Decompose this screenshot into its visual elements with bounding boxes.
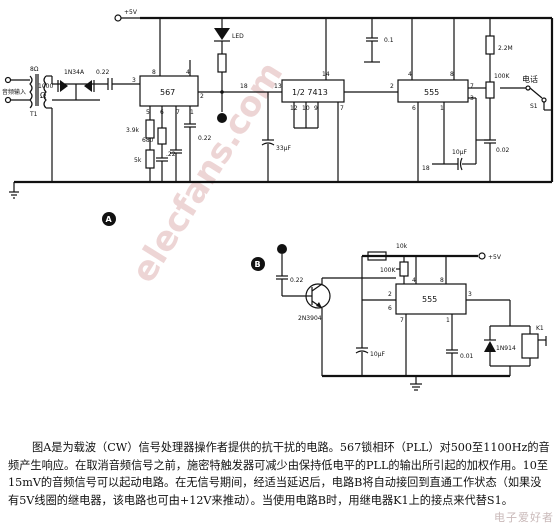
c-002-label: 0.02 — [496, 147, 510, 154]
diagram-a-badge-text: A — [106, 215, 113, 224]
c-22a-label: .22 — [166, 151, 176, 158]
capacitor-10uf-a: 10μF 18 — [422, 140, 477, 172]
input-terminal-top[interactable] — [4, 76, 12, 84]
supply-terminal-a — [114, 14, 122, 22]
t1-secondary-label: 1000 — [38, 83, 53, 90]
led-label: LED — [232, 33, 244, 40]
r-39k-label: 3.9k — [126, 127, 140, 134]
ic-555-b-pin: 6 — [388, 305, 392, 312]
diagram-b-badge — [251, 257, 265, 271]
r-22m-label: 2.2M — [498, 45, 513, 52]
ic-555-a-pin: 6 — [412, 105, 416, 112]
pot-100k-label: 100K — [494, 73, 510, 80]
capacitor-01: 0.1 — [364, 18, 394, 63]
ic-555-b-pin: 7 — [400, 317, 404, 324]
transformer-t1: 8Ω 1000 Ω T1 — [29, 66, 53, 118]
ic-567-pin: 2 — [200, 93, 204, 100]
ic-7413-pin: 9 — [314, 105, 318, 112]
diagram-a: +5V 音频输入 8Ω 1000 Ω T1 — [2, 9, 554, 226]
s1-label: S1 — [530, 103, 538, 110]
timing-network-567: 3.9k 5k 680 .22 0.22 — [126, 106, 212, 182]
c-022-b-label: 0.22 — [290, 277, 304, 284]
r-5k-label: 5k — [134, 157, 142, 164]
watermark-text: elecfans.com — [124, 55, 291, 290]
relay-k1: 1N914 K1 — [484, 325, 547, 367]
r-10k-label: 10k — [396, 243, 408, 250]
ic-555-a-name: 555 — [424, 88, 439, 97]
t1-primary-label: 8Ω — [30, 66, 39, 73]
ic-7413-pin: 7 — [340, 105, 344, 112]
ic-567: 567 3 8 4 5 6 7 1 2 — [132, 69, 204, 116]
timing-network-555-a: 2.2M 100K 0.02 — [468, 18, 513, 182]
ic-555-a: 555 4 8 2 6 7 1 3 — [390, 71, 474, 112]
t1-name-label: T1 — [29, 111, 38, 118]
c-10uf-b-label: 10μF — [370, 351, 385, 358]
ic-567-name: 567 — [160, 88, 175, 97]
test-point-b[interactable] — [277, 244, 287, 254]
diode-1n34a-label: 1N34A — [64, 69, 85, 76]
circuit-schematic: elecfans.com +5V 音频输入 8Ω 1000 Ω T1 — [2, 9, 554, 391]
r-680-label: 680 — [142, 137, 154, 144]
t1-secondary-unit: Ω — [40, 91, 46, 100]
c-input-label: 0.22 — [96, 69, 110, 76]
ic-567-pin: 8 — [152, 69, 156, 76]
ic-555-a-pin: 4 — [408, 71, 412, 78]
diode-1n34a: 1N34A — [52, 69, 108, 101]
node-18-label: 18 — [240, 83, 248, 90]
input-terminal-bottom[interactable] — [4, 96, 12, 104]
switch-s1[interactable]: S1 — [500, 18, 554, 182]
input-label: 音频输入 — [2, 88, 26, 96]
ic-555-b-pin: 2 — [388, 291, 392, 298]
capacitor-input: 0.22 — [96, 69, 140, 90]
ic-7413-pin: 13 — [274, 83, 282, 90]
timing-network-555-b: 10k 100K — [361, 243, 409, 301]
ic-555-b-pin: 4 — [412, 277, 416, 284]
r-100k-label: 100K — [380, 267, 396, 274]
ic-555-a-pin: 1 — [440, 105, 444, 112]
diagram-b-badge-text: B — [255, 260, 261, 269]
phone-label: 电话 — [522, 74, 538, 84]
diagram-a-badge — [102, 212, 116, 226]
c-01-label: 0.1 — [384, 37, 394, 44]
ic-555-b-pin: 3 — [468, 291, 472, 298]
supply-terminal-b — [478, 252, 486, 260]
ic-555-b-pin: 1 — [446, 317, 450, 324]
ic-567-pin: 3 — [132, 77, 136, 84]
ic-555-a-pin: 8 — [450, 71, 454, 78]
c-22b-label: 0.22 — [198, 135, 212, 142]
node-18b-label: 18 — [422, 165, 430, 172]
ic-7413-name: 1/2 7413 — [292, 88, 328, 97]
ic-567-pin: 1 — [190, 109, 194, 116]
ic-555-b: 555 4 8 2 6 7 1 3 — [388, 277, 472, 324]
ic-567-pin: 7 — [176, 109, 180, 116]
led-indicator: LED — [214, 18, 244, 92]
ic-567-pin: 5 — [146, 109, 150, 116]
relay-k1-label: K1 — [536, 325, 544, 332]
ic-555-a-pin: 2 — [390, 83, 394, 90]
transistor-label: 2N3904 — [298, 315, 322, 322]
ic-567-pin: 4 — [186, 69, 190, 76]
ic-555-b-name: 555 — [422, 295, 437, 304]
capacitor-10uf-b: 10μF — [355, 300, 385, 376]
ic-555-a-pin: 7 — [470, 83, 474, 90]
c-33uf-label: 33μF — [276, 145, 291, 152]
ic-555-b-pin: 8 — [440, 277, 444, 284]
supply-label-a: +5V — [124, 9, 138, 16]
diode-1n914-label: 1N914 — [496, 345, 516, 352]
c-001-b-label: 0.01 — [460, 353, 474, 360]
figure-caption: 图A是为载波（CW）信号处理器操作者提供的抗干扰的电路。567锁相环（PLL）对… — [8, 441, 550, 507]
capacitor-001-b: 0.01 — [446, 314, 474, 376]
site-watermark: 电子爱好者 — [494, 511, 554, 524]
test-point-a[interactable] — [217, 113, 227, 123]
c-10uf-a-label: 10μF — [452, 149, 467, 156]
transistor-2n3904: 2N3904 — [298, 283, 331, 322]
supply-label-b: +5V — [488, 254, 502, 261]
capacitor-33uf: 33μF — [261, 92, 291, 182]
diagram-b: B 0.22 2N3904 +5V 10k — [251, 243, 547, 391]
